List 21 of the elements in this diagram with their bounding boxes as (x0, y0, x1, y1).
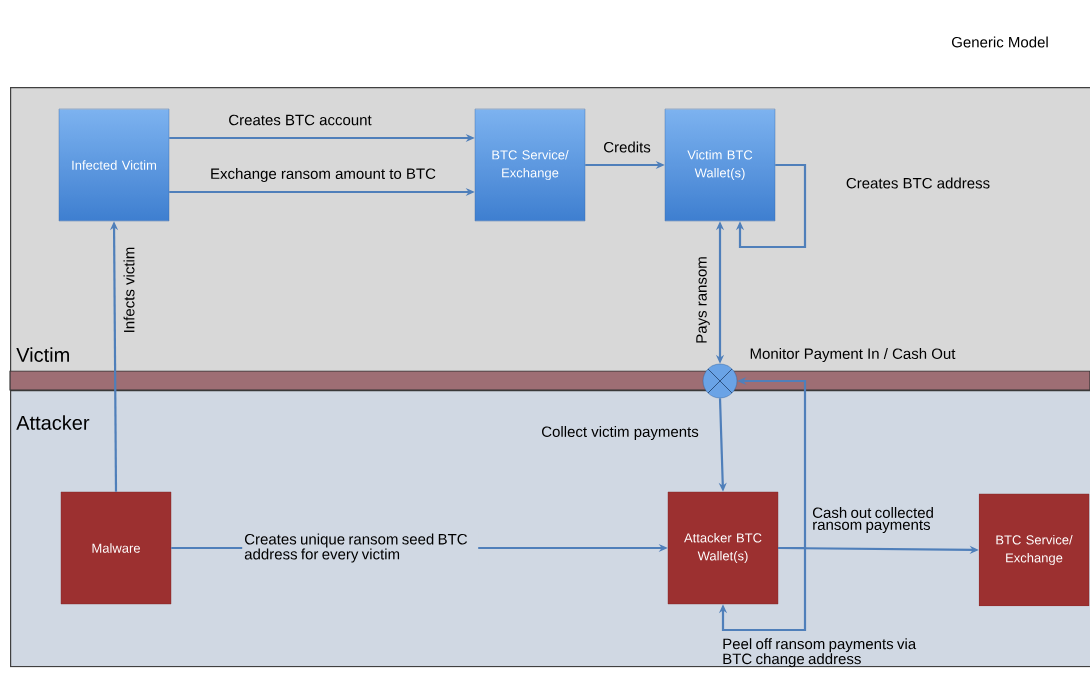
edge-label: Collect victim payments (542, 426, 699, 440)
process-box: BTC Service/ Exchange (474, 108, 586, 222)
edge-label: Pays ransom (696, 257, 710, 343)
arrow (735, 163, 807, 249)
process-box: Malware (60, 491, 172, 605)
process-box: Infected Victim (58, 108, 170, 222)
node-caption: Monitor Payment In / Cash Out (750, 348, 956, 362)
junction-circle (702, 363, 738, 399)
edge-label: Creates BTC account (229, 114, 372, 126)
process-box: Attacker BTC Wallet(s) (667, 491, 779, 605)
process-box: BTC Service/ Exchange (978, 493, 1090, 607)
arrow (718, 546, 807, 632)
edge-label: Cash out collected ransom payments (812, 507, 933, 533)
edge-label: Credits (604, 141, 651, 153)
edge-label: Infects victim (123, 247, 135, 332)
edge-label: Creates unique ransom seed BTC address for every victim (242, 531, 479, 565)
edge-label: Creates BTC address (846, 177, 990, 189)
edge-label: Peel off ransom payments via BTC change address (723, 638, 917, 668)
diagram-title: Generic Model (952, 36, 1048, 48)
edge-label: Exchange ransom amount to BTC (211, 168, 436, 182)
process-box: Victim BTC Wallet(s) (664, 108, 776, 222)
